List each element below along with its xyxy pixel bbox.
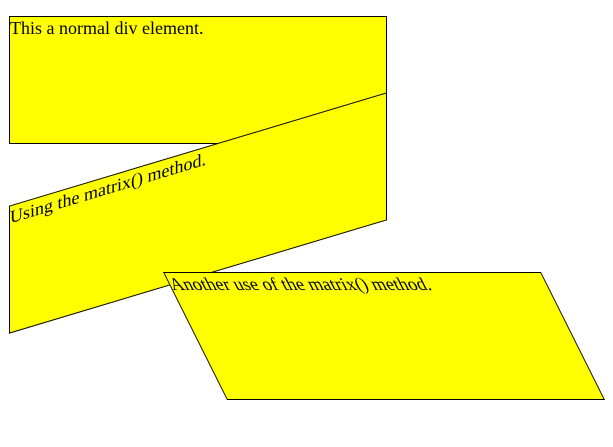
normal-div-element: This a normal div element. <box>9 16 387 144</box>
matrix-div-2-text: Another use of the matrix() method. <box>165 274 435 294</box>
matrix-transformed-div-2: Another use of the matrix() method. <box>163 272 605 400</box>
normal-div-text: This a normal div element. <box>10 18 204 38</box>
matrix-div-1-text: Using the matrix() method. <box>10 148 206 228</box>
